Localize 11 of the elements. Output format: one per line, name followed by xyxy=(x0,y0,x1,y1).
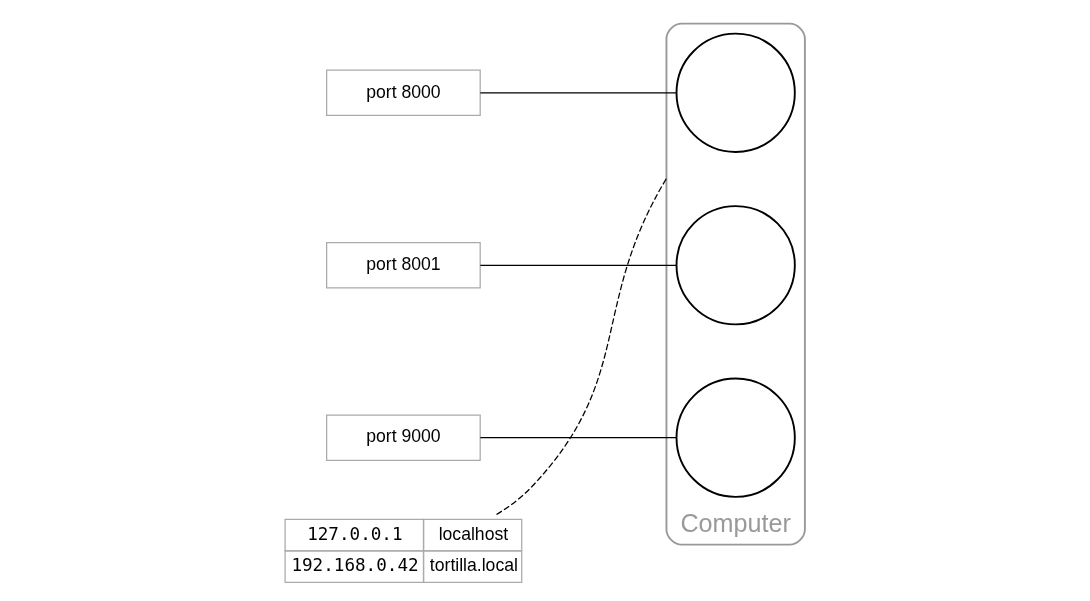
connector xyxy=(479,92,677,94)
node-box: port 8000 xyxy=(326,69,481,117)
connector xyxy=(479,264,677,266)
connector xyxy=(495,177,668,516)
node-circle xyxy=(675,205,796,326)
node-circle xyxy=(675,377,796,498)
node-box: port 8001 xyxy=(326,242,481,289)
connector xyxy=(479,437,677,439)
node-box: port 9000 xyxy=(326,414,481,461)
node-circle xyxy=(675,32,796,153)
cluster: Computer xyxy=(665,22,806,546)
